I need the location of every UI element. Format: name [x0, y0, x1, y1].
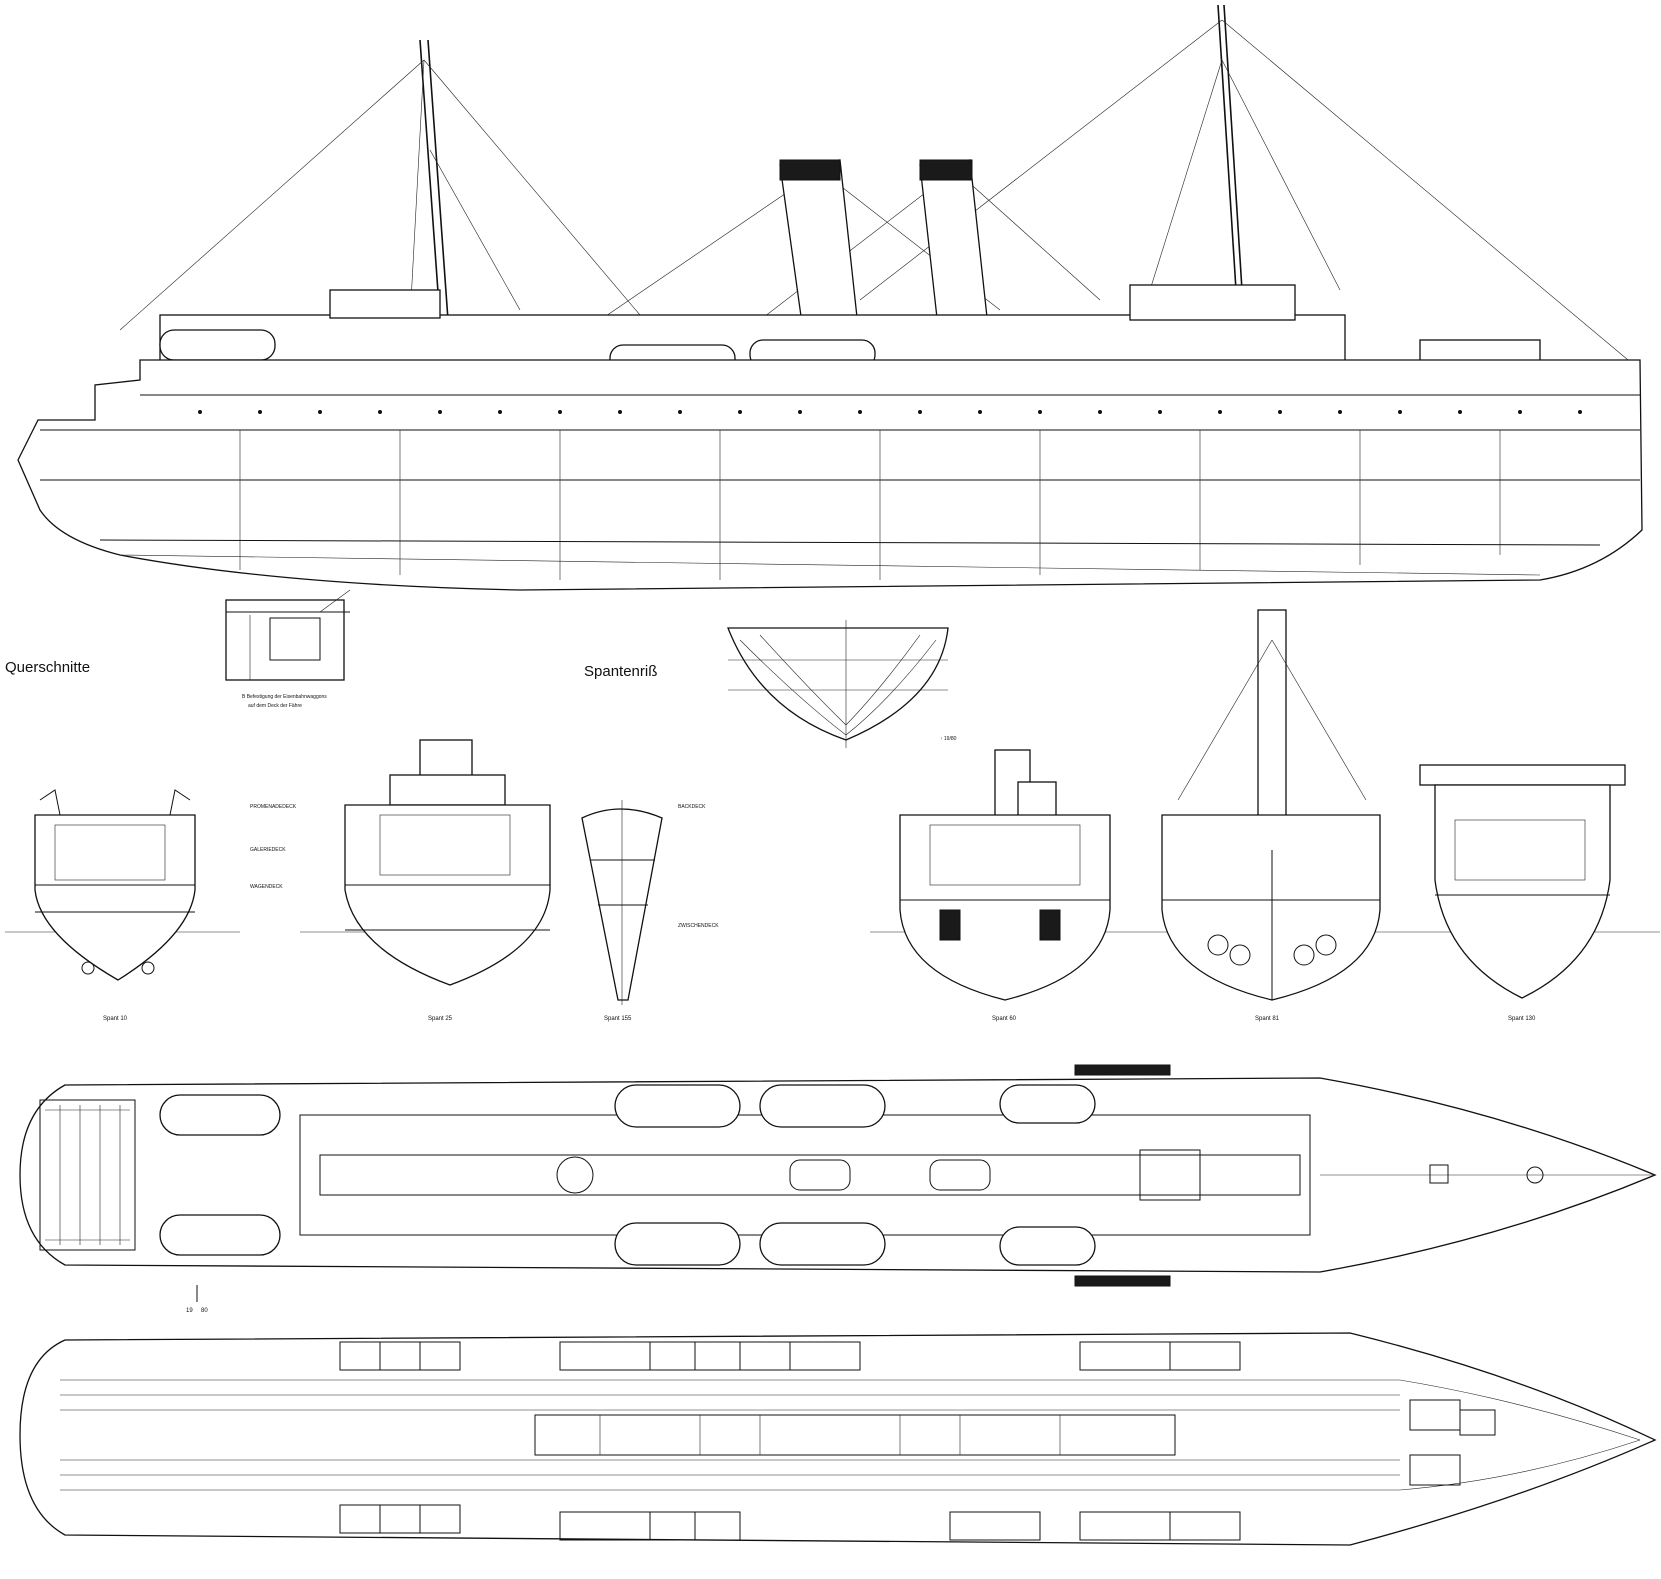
svg-text:GALERIEDECK: GALERIEDECK — [250, 847, 286, 853]
wagon-fastening-detail: B Befestigung der Eisenbahnwaggons auf d… — [225, 589, 351, 709]
svg-text:B Befestigung der Eisenbahnwag: B Befestigung der Eisenbahnwaggons — [242, 694, 327, 700]
cross-section-frame-81: Spant 81 — [1161, 609, 1381, 1022]
svg-text:auf dem Deck der Fähre: auf dem Deck der Fähre — [248, 703, 302, 709]
svg-text:80: 80 — [201, 1308, 208, 1314]
body-plan-drawing: ↑ 19/80 — [727, 620, 957, 748]
svg-text:ZWISCHENDECK: ZWISCHENDECK — [678, 923, 719, 929]
main-deck-plan — [19, 1332, 1657, 1546]
svg-text:BACKDECK: BACKDECK — [678, 804, 706, 810]
svg-text:Spant 10: Spant 10 — [103, 1016, 128, 1022]
body-plan-title: Spantenriß — [584, 663, 657, 680]
side-profile — [17, 4, 1643, 591]
svg-text:19: 19 — [186, 1308, 193, 1314]
cross-section-frame-155: Spant 155 — [581, 800, 663, 1022]
svg-text:Spant 155: Spant 155 — [604, 1016, 632, 1022]
svg-text:Spant 60: Spant 60 — [992, 1016, 1017, 1022]
cross-section-frame-130: Spant 130 — [1419, 764, 1626, 1022]
cross-section-frame-60: Spant 60 — [899, 749, 1111, 1022]
svg-text:↑ 19/80: ↑ 19/80 — [940, 736, 957, 742]
svg-text:PROMENADEDECK: PROMENADEDECK — [250, 804, 297, 810]
cross-sections-title: Querschnitte — [5, 659, 90, 676]
cross-section-frame-25: Spant 25 — [344, 739, 551, 1022]
upper-deck-plan — [19, 1064, 1657, 1287]
svg-text:Spant 81: Spant 81 — [1255, 1016, 1280, 1022]
scale-marker: 19 80 — [186, 1285, 208, 1314]
svg-text:Spant 25: Spant 25 — [428, 1016, 453, 1022]
svg-text:WAGENDECK: WAGENDECK — [250, 884, 283, 890]
svg-text:Spant 130: Spant 130 — [1508, 1016, 1536, 1022]
cross-section-frame-10: Spant 10 — [34, 789, 196, 1022]
